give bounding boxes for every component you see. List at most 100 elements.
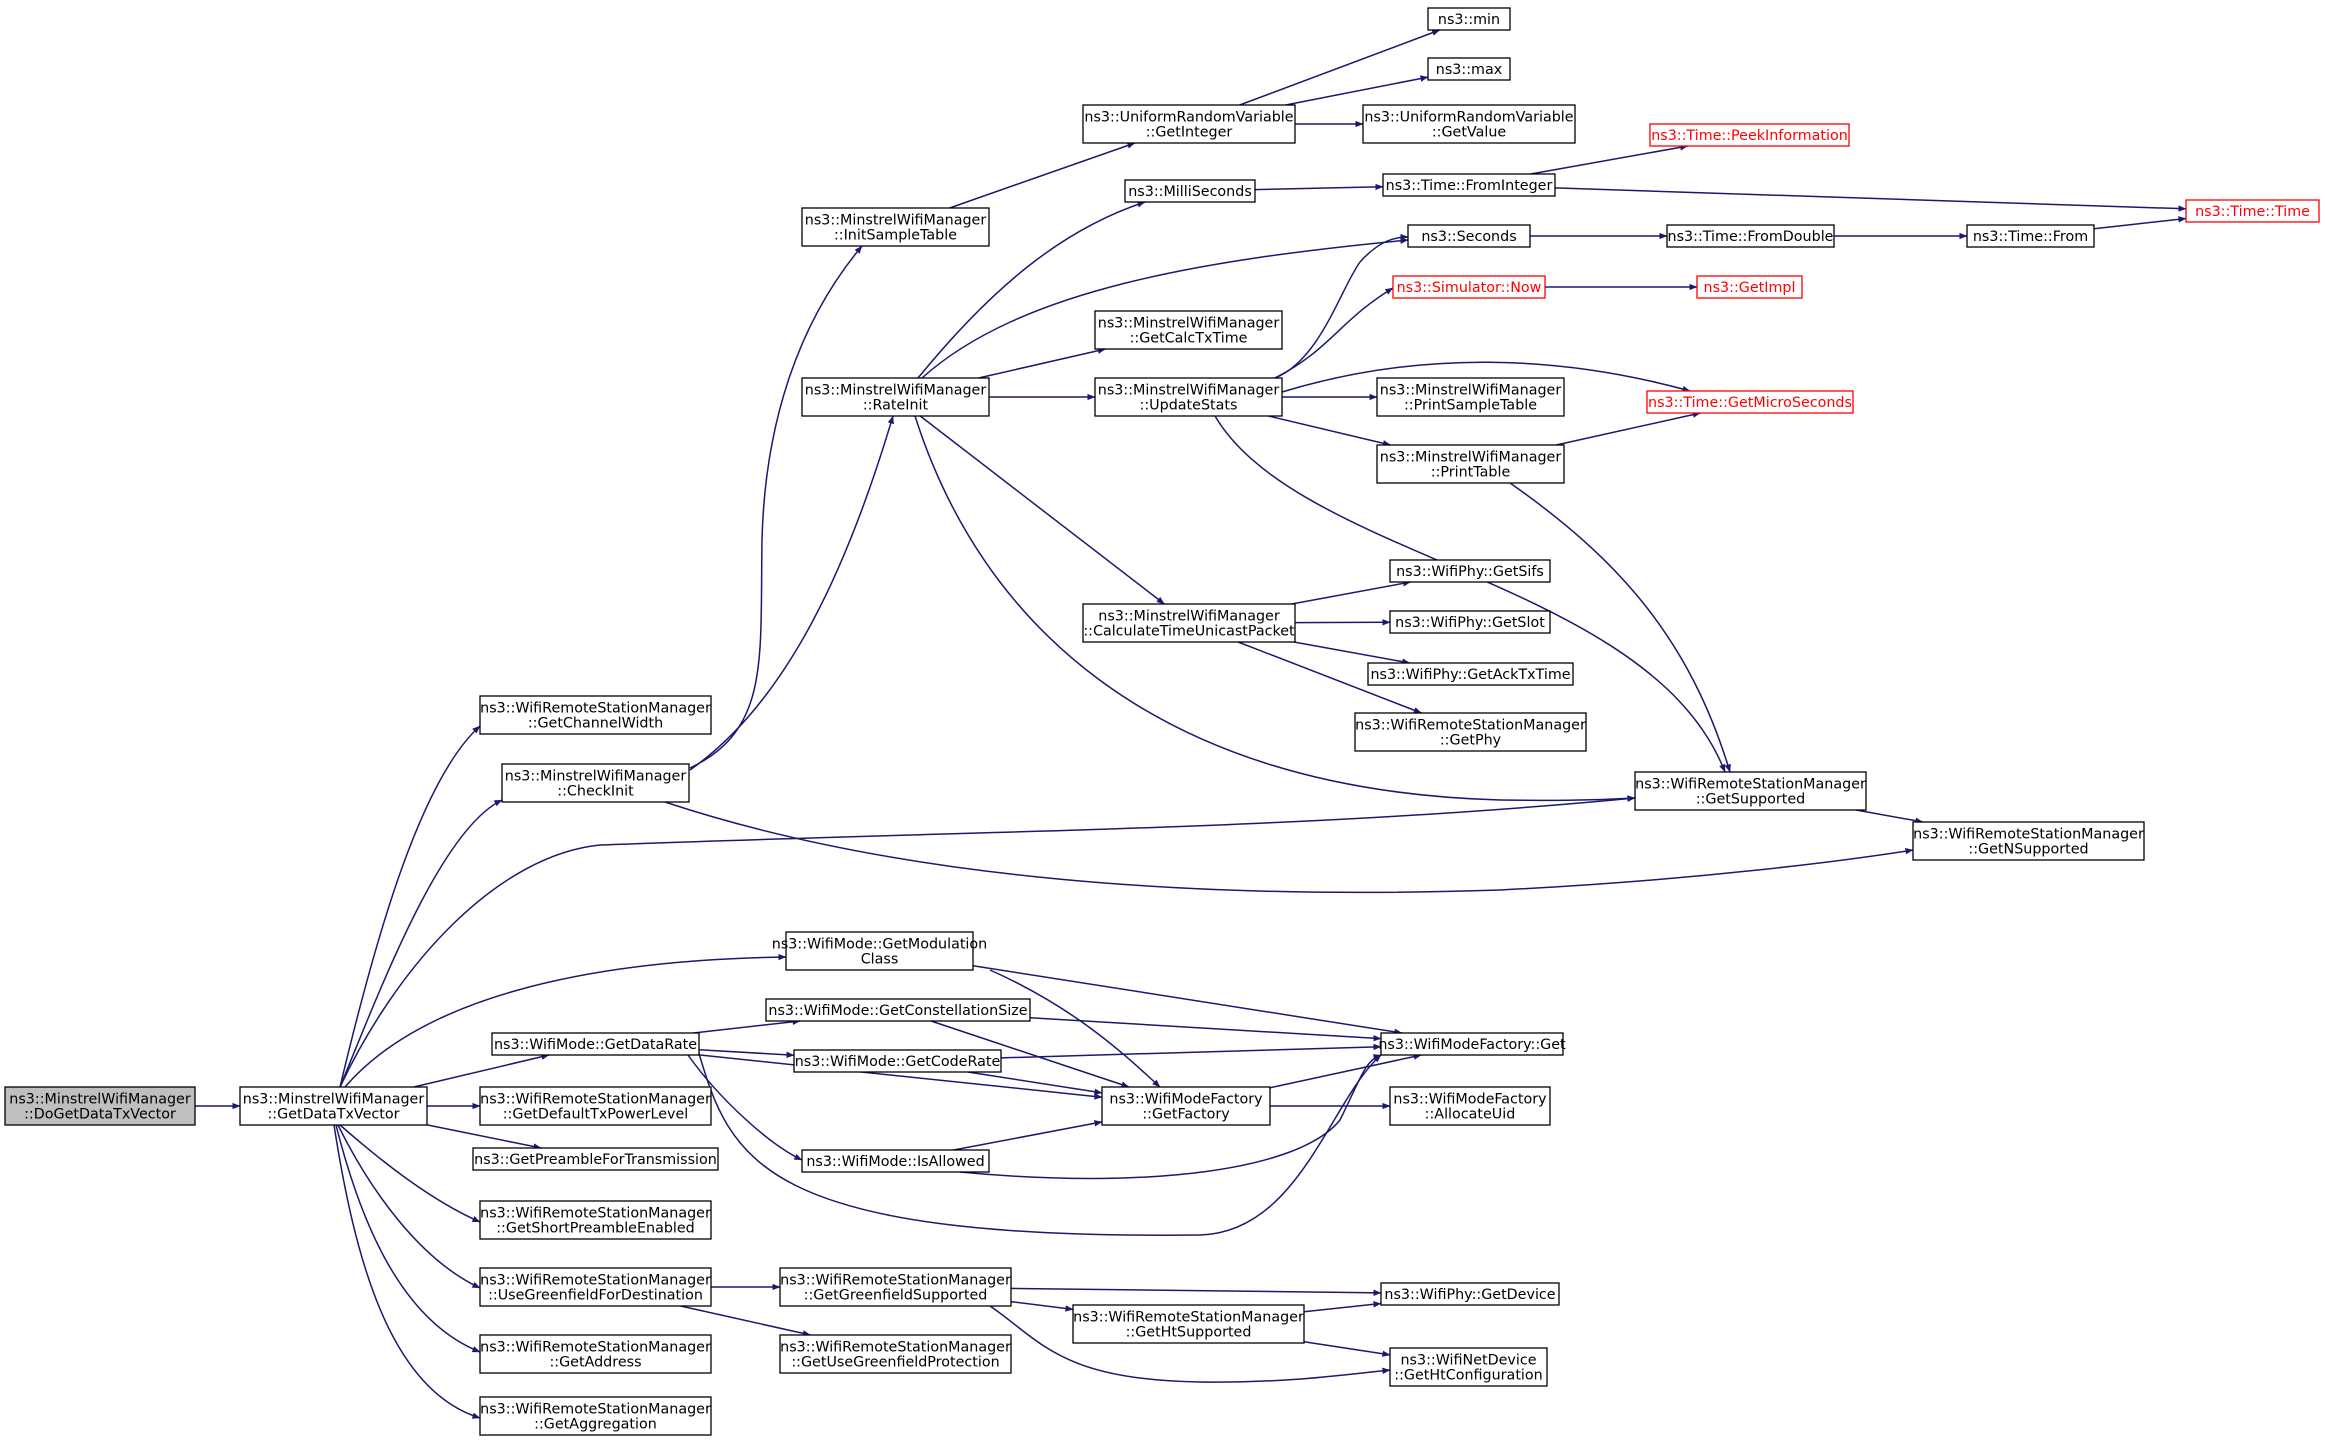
node-milliSeconds[interactable]: ns3::MilliSeconds	[1124, 179, 1256, 203]
node-label: ns3::WifiMode::GetDataRate	[494, 1037, 697, 1053]
node-timeTime[interactable]: ns3::Time::Time	[2185, 199, 2320, 223]
node-box	[4, 1086, 196, 1126]
node-label: ns3::WifiPhy::GetDevice	[1384, 1287, 1555, 1303]
node-getPreamble[interactable]: ns3::GetPreambleForTransmission	[472, 1147, 719, 1171]
node-label: ns3::MinstrelWifiManager	[505, 769, 687, 785]
edge-calcTimeUnicast-to-getPhy	[1237, 641, 1422, 714]
node-isAllowed[interactable]: ns3::WifiMode::IsAllowed	[801, 1149, 990, 1173]
node-getHtConfig[interactable]: ns3::WifiNetDevice::GetHtConfiguration	[1389, 1347, 1548, 1387]
node-label: ns3::MinstrelWifiManager	[1098, 609, 1280, 625]
node-label: ns3::MilliSeconds	[1128, 184, 1252, 200]
node-getPhy[interactable]: ns3::WifiRemoteStationManager::GetPhy	[1354, 712, 1587, 752]
node-peekInformation[interactable]: ns3::Time::PeekInformation	[1649, 123, 1850, 147]
node-label: ns3::GetPreambleForTransmission	[474, 1152, 717, 1168]
node-useGreenfield[interactable]: ns3::WifiRemoteStationManager::UseGreenf…	[479, 1267, 712, 1307]
node-rateInit[interactable]: ns3::MinstrelWifiManager::RateInit	[801, 377, 990, 417]
node-seconds[interactable]: ns3::Seconds	[1407, 224, 1531, 248]
node-label: ns3::WifiMode::IsAllowed	[806, 1154, 984, 1170]
node-getMicroSeconds[interactable]: ns3::Time::GetMicroSeconds	[1646, 390, 1854, 414]
edge-updateStats-to-printTable	[1268, 415, 1391, 447]
node-getDefaultTxPower[interactable]: ns3::WifiRemoteStationManager::GetDefaul…	[479, 1086, 712, 1126]
node-getFactory[interactable]: ns3::WifiModeFactory::GetFactory	[1101, 1086, 1271, 1126]
node-getDataTxVector[interactable]: ns3::MinstrelWifiManager::GetDataTxVecto…	[239, 1086, 428, 1126]
node-allocateUid[interactable]: ns3::WifiModeFactory::AllocateUid	[1389, 1086, 1551, 1126]
node-uniformGetValue[interactable]: ns3::UniformRandomVariable::GetValue	[1362, 104, 1576, 144]
node-initSampleTable[interactable]: ns3::MinstrelWifiManager::InitSampleTabl…	[801, 207, 990, 247]
node-label: ns3::UniformRandomVariable	[1084, 110, 1293, 126]
node-label: ns3::MinstrelWifiManager	[1098, 383, 1280, 399]
edge-getDataRate-to-factoryGet	[697, 1049, 1382, 1236]
node-getNSupported[interactable]: ns3::WifiRemoteStationManager::GetNSuppo…	[1912, 821, 2145, 861]
edge-getModClass-to-getFactory	[989, 969, 1161, 1088]
node-label: ns3::MinstrelWifiManager	[1098, 316, 1280, 332]
node-timeFromDouble[interactable]: ns3::Time::FromDouble	[1666, 224, 1835, 248]
node-getImpl[interactable]: ns3::GetImpl	[1696, 275, 1803, 299]
node-simulatorNow[interactable]: ns3::Simulator::Now	[1392, 275, 1546, 299]
edge-getDataRate-to-getFactory	[698, 1054, 1103, 1100]
node-nsMin[interactable]: ns3::min	[1427, 7, 1511, 31]
edge-updateStats-to-simulatorNow	[1274, 287, 1394, 379]
node-box	[779, 1334, 1012, 1374]
node-box	[1649, 123, 1850, 147]
edge-rateInit-to-calcTimeUnicast	[919, 415, 1165, 605]
node-getConstellation[interactable]: ns3::WifiMode::GetConstellationSize	[765, 998, 1031, 1022]
node-getUseGreenfieldProt[interactable]: ns3::WifiRemoteStationManager::GetUseGre…	[779, 1334, 1012, 1374]
node-printSampleTable[interactable]: ns3::MinstrelWifiManager::PrintSampleTab…	[1376, 377, 1565, 417]
node-label: ns3::MinstrelWifiManager	[243, 1092, 425, 1108]
node-box	[479, 1267, 712, 1307]
node-label: ::GetInteger	[1146, 125, 1233, 141]
node-label: ::GetFactory	[1142, 1107, 1230, 1123]
node-label: ns3::WifiNetDevice	[1400, 1353, 1536, 1369]
node-updateStats[interactable]: ns3::MinstrelWifiManager::UpdateStats	[1094, 377, 1283, 417]
node-factoryGet[interactable]: ns3::WifiModeFactory::Get	[1378, 1032, 1566, 1056]
node-printTable[interactable]: ns3::MinstrelWifiManager::PrintTable	[1376, 444, 1565, 484]
edge-getConstellation-to-factoryGet	[1029, 1017, 1382, 1042]
node-label: ns3::Time::FromDouble	[1668, 229, 1834, 245]
node-label: ns3::WifiRemoteStationManager	[1073, 1310, 1304, 1326]
node-box	[1382, 173, 1556, 197]
node-getDataRate[interactable]: ns3::WifiMode::GetDataRate	[491, 1032, 700, 1056]
node-timeFrom[interactable]: ns3::Time::From	[1966, 224, 2095, 248]
node-getChannelWidth[interactable]: ns3::WifiRemoteStationManager::GetChanne…	[479, 695, 712, 735]
node-getAddress[interactable]: ns3::WifiRemoteStationManager::GetAddres…	[479, 1334, 712, 1374]
node-getHtSupported[interactable]: ns3::WifiRemoteStationManager::GetHtSupp…	[1072, 1304, 1305, 1344]
node-label: ns3::WifiModeFactory	[1393, 1092, 1547, 1108]
node-getDevice[interactable]: ns3::WifiPhy::GetDevice	[1380, 1282, 1560, 1306]
edge-checkInit-to-initSampleTable	[689, 245, 863, 769]
node-box	[1634, 771, 1867, 811]
node-getSupported[interactable]: ns3::WifiRemoteStationManager::GetSuppor…	[1634, 771, 1867, 811]
edge-rateInit-to-getCalcTxTime	[978, 347, 1106, 379]
node-label: ::GetSupported	[1696, 792, 1806, 808]
node-box	[1376, 444, 1565, 484]
edge-timeFrom-to-timeTime	[2093, 216, 2187, 230]
node-nsMax[interactable]: ns3::max	[1427, 57, 1511, 81]
node-getAckTxTime[interactable]: ns3::WifiPhy::GetAckTxTime	[1367, 662, 1574, 686]
node-box	[801, 1149, 990, 1173]
node-getSlot[interactable]: ns3::WifiPhy::GetSlot	[1389, 610, 1551, 634]
node-label: ::UseGreenfieldForDestination	[488, 1288, 703, 1304]
edge-milliSeconds-to-timeFromInteger	[1254, 183, 1384, 191]
node-calcTimeUnicast[interactable]: ns3::MinstrelWifiManager::CalculateTimeU…	[1082, 603, 1296, 643]
node-getSifs[interactable]: ns3::WifiPhy::GetSifs	[1389, 559, 1551, 583]
node-label: ns3::WifiRemoteStationManager	[480, 1092, 711, 1108]
node-uniformGetInteger[interactable]: ns3::UniformRandomVariable::GetInteger	[1082, 104, 1296, 144]
node-getCodeRate[interactable]: ns3::WifiMode::GetCodeRate	[793, 1049, 1002, 1073]
node-label: ::GetUseGreenfieldProtection	[791, 1355, 999, 1371]
node-box	[1912, 821, 2145, 861]
node-timeFromInteger[interactable]: ns3::Time::FromInteger	[1382, 173, 1556, 197]
node-getCalcTxTime[interactable]: ns3::MinstrelWifiManager::GetCalcTxTime	[1094, 310, 1283, 350]
node-box	[239, 1086, 428, 1126]
node-getShortPreamble[interactable]: ns3::WifiRemoteStationManager::GetShortP…	[479, 1200, 712, 1240]
edge-getGreenfieldSupported-to-getHtConfig	[989, 1305, 1391, 1383]
node-label: ::PrintTable	[1431, 465, 1511, 481]
node-label: ::InitSampleTable	[834, 228, 957, 244]
node-label: ns3::max	[1436, 62, 1502, 78]
node-root[interactable]: ns3::MinstrelWifiManager::DoGetDataTxVec…	[4, 1086, 196, 1126]
node-label: ::GetHtSupported	[1126, 1325, 1252, 1341]
node-box	[1389, 559, 1551, 583]
node-getGreenfieldSupported[interactable]: ns3::WifiRemoteStationManager::GetGreenf…	[779, 1267, 1012, 1307]
node-getAggregation[interactable]: ns3::WifiRemoteStationManager::GetAggreg…	[479, 1396, 712, 1436]
edge-getGreenfieldSupported-to-getHtSupported	[1010, 1300, 1074, 1312]
node-checkInit[interactable]: ns3::MinstrelWifiManager::CheckInit	[501, 763, 690, 803]
